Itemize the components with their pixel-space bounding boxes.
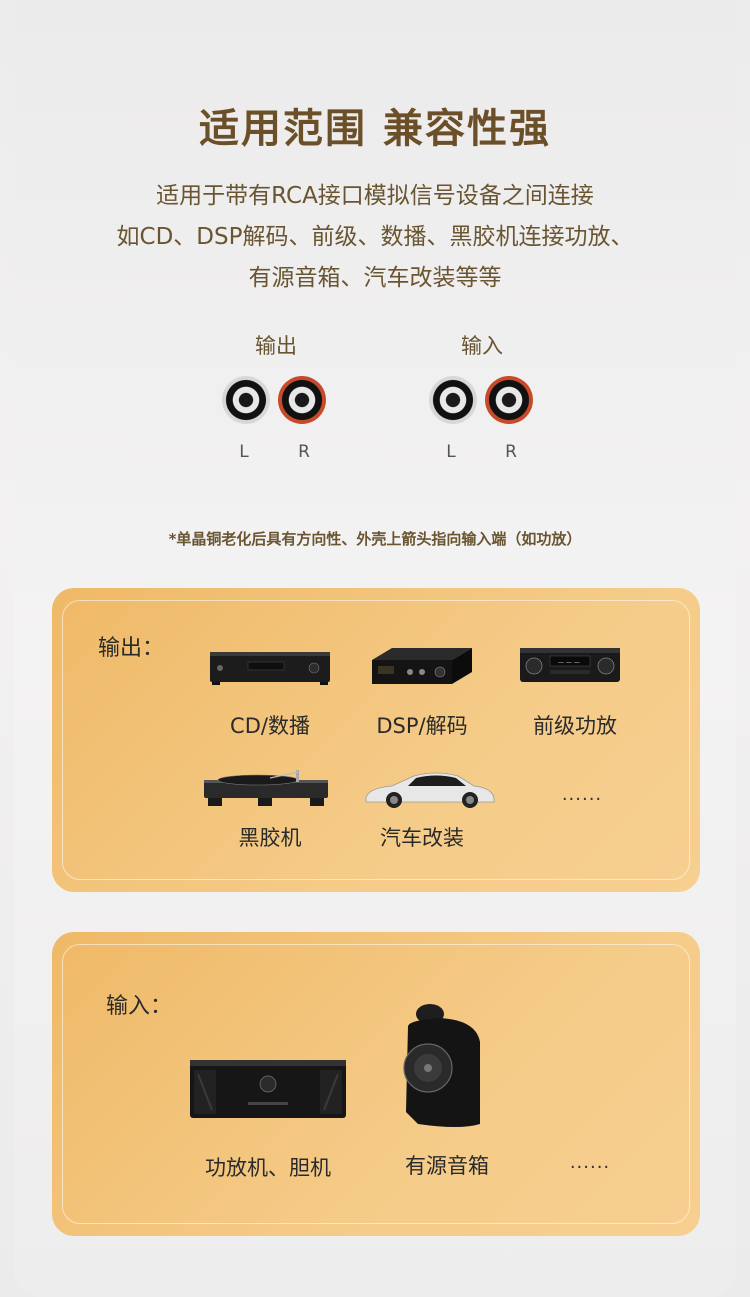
- sports-car-icon: [365, 772, 495, 808]
- output-item-car: 汽车改装: [380, 826, 464, 850]
- output-more: ......: [561, 784, 603, 805]
- input-panel-title: 输入：: [106, 994, 173, 1019]
- turntable-icon: [204, 770, 328, 806]
- input-more: ......: [569, 1152, 611, 1173]
- output-item-turntable: 黑胶机: [238, 826, 302, 850]
- input-label: 输入: [461, 334, 503, 358]
- input-left-jack-icon: [429, 376, 477, 424]
- input-left-label: L: [446, 442, 456, 462]
- output-left-jack-icon: [222, 376, 270, 424]
- preamp-icon: — — —: [520, 648, 620, 682]
- output-label: 输出: [255, 334, 297, 358]
- input-panel: 输入： 功放机、胆机 有源音箱 ......: [52, 932, 700, 1236]
- page-title: 适用范围 兼容性强: [199, 106, 551, 152]
- output-right-jack-icon: [278, 376, 326, 424]
- input-right-jack-icon: [485, 376, 533, 424]
- power-amp-icon: [190, 1060, 346, 1118]
- description-line-3: 有源音箱、汽车改装等等: [248, 265, 502, 291]
- output-item-cd: CD/数播: [230, 714, 310, 738]
- output-item-preamp: 前级功放: [533, 714, 617, 738]
- direction-note: *单晶铜老化后具有方向性、外壳上箭头指向输入端（如功放）: [168, 530, 582, 548]
- description-line-2: 如CD、DSP解码、前级、数播、黑胶机连接功放、: [116, 224, 634, 250]
- input-panel-border: [62, 944, 690, 1224]
- output-panel-border: [62, 600, 690, 880]
- output-item-dsp: DSP/解码: [376, 714, 468, 738]
- output-panel-title: 输出：: [98, 636, 165, 661]
- input-item-speaker: 有源音箱: [405, 1154, 489, 1178]
- dsp-decoder-icon: [372, 648, 472, 684]
- input-right-label: R: [505, 442, 517, 462]
- cd-player-icon: [210, 652, 330, 685]
- speaker-icon: [403, 1004, 480, 1127]
- description-line-1: 适用于带有RCA接口模拟信号设备之间连接: [156, 183, 594, 209]
- output-right-label: R: [298, 442, 310, 462]
- output-left-label: L: [239, 442, 249, 462]
- svg-text:— — —: — — —: [558, 659, 580, 666]
- output-panel: 输出： — — — CD/数播 DSP/解码 前级功放: [52, 588, 700, 892]
- input-item-amp: 功放机、胆机: [205, 1156, 331, 1180]
